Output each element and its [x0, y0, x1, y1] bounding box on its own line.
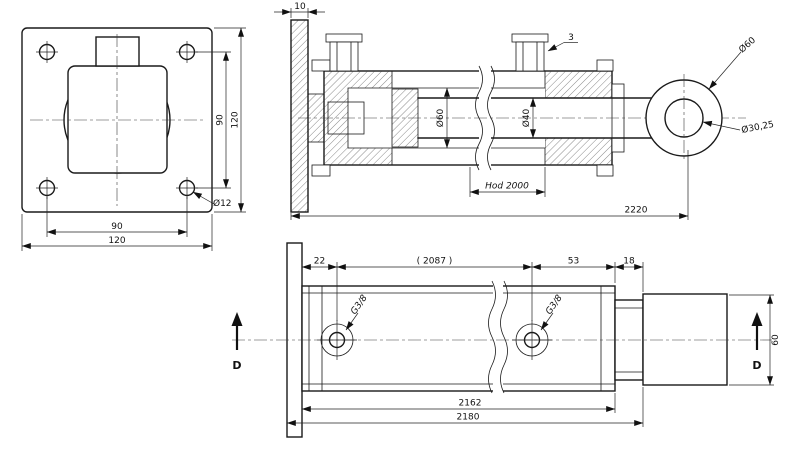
dim-end-collar-label: 18: [623, 257, 635, 267]
dim-port1-offset-label: 22: [314, 257, 325, 267]
dim-plate-thickness: 10: [274, 2, 325, 18]
dim-rod-label: Ø40: [521, 108, 532, 127]
dim-bolt-spacing-vertical-label: 90: [216, 114, 226, 126]
port-boss-front: [95, 36, 140, 67]
break-line-side-left: [488, 280, 496, 394]
dim-overall-length-label: 2220: [625, 206, 648, 216]
center-lines: [30, 34, 204, 206]
view-side: G3/8 G3/8 D D 22 ( 2087 ) 53 18: [231, 242, 781, 438]
dim-port-spacing-label: ( 2087 ): [417, 257, 453, 267]
dim-plate-width-label: 120: [108, 236, 125, 246]
port-1: [317, 320, 357, 360]
bolt-hole-diameter-label: Ø12: [213, 198, 232, 209]
port-fitting-front: [511, 33, 549, 72]
break-line-side-right: [500, 280, 508, 394]
dim-total-length-label: 2180: [457, 413, 480, 423]
mounting-plate-section: [290, 19, 309, 213]
dim-plate-height-label: 120: [231, 111, 241, 128]
collar-detail-lines: [614, 307, 644, 373]
rod-end-block: [642, 293, 728, 386]
note-item-3: 3: [547, 33, 578, 52]
port-2: [512, 320, 552, 360]
dim-plate-thickness-label: 10: [294, 2, 306, 12]
item-note-label: 3: [568, 33, 574, 43]
dim-port2-to-end-label: 53: [568, 257, 579, 267]
dim-plate-width: 120: [21, 214, 213, 251]
view-section: 10 3 Ø60 Ø40 Hod 2000 2220 Ø60: [274, 2, 775, 220]
dim-body-length: 2162: [301, 393, 616, 413]
dim-body-length-label: 2162: [459, 399, 482, 409]
section-arrow-left: [231, 312, 243, 326]
section-arrow-right: [751, 312, 763, 326]
dim-bore-label: Ø60: [435, 108, 446, 127]
dim-end-height: 60: [729, 294, 781, 386]
dim-stroke-label: Hod 2000: [485, 182, 529, 192]
port-fitting-rear: [325, 33, 363, 72]
dim-chain-top: 22 ( 2087 ) 53 18: [301, 257, 644, 321]
dim-overall-length: 2220: [290, 150, 689, 220]
break-blank-side: [493, 282, 503, 394]
section-marker-left: D: [231, 312, 243, 372]
leader-bolt-hole-diameter: Ø12: [192, 191, 232, 209]
body-detail-lines: [301, 285, 616, 392]
bolt-holes: [36, 41, 198, 199]
rod-eye: [645, 74, 723, 162]
section-marker-right: D: [751, 312, 763, 372]
section-label-right: D: [752, 359, 761, 372]
dim-bore-diameter: Ø60: [435, 87, 450, 149]
tie-rod-nuts: [311, 59, 614, 177]
dim-bolt-spacing-horizontal-label: 90: [111, 222, 123, 232]
dim-stroke: Hod 2000: [469, 167, 546, 197]
cylinder-body-side: [301, 285, 616, 392]
dim-end-height-label: 60: [771, 334, 781, 346]
dim-plate-height: 120: [214, 27, 246, 213]
dim-total-length: 2180: [286, 387, 644, 427]
dim-bolt-spacing-horizontal: 90: [46, 197, 188, 237]
section-label-left: D: [232, 359, 241, 372]
dim-bolt-spacing-vertical: 90: [196, 51, 231, 189]
dim-rod-diameter: Ø40: [521, 97, 536, 139]
cylinder-body-front: [67, 65, 168, 174]
view-flange-front: 90 120 90 120 Ø12: [21, 27, 246, 251]
